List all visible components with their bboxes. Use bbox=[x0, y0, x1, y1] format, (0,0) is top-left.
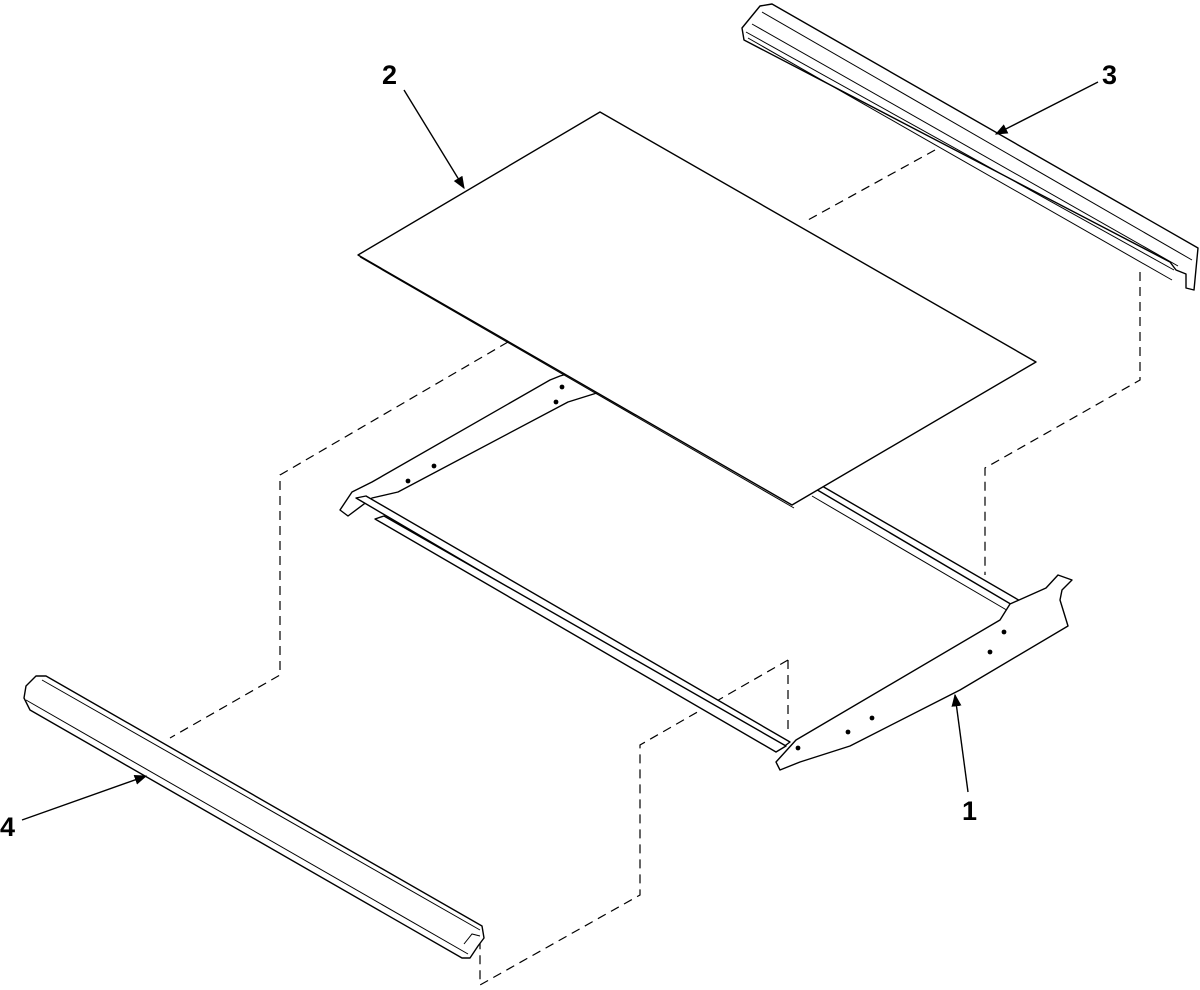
frame-left-rail bbox=[355, 495, 791, 749]
frame-right-bracket bbox=[775, 574, 1073, 771]
assembly-guide-lines bbox=[169, 149, 1141, 987]
callout-3: 3 bbox=[1102, 60, 1117, 90]
callout-labels: 1 2 3 4 bbox=[0, 60, 1117, 842]
front-trim-body bbox=[23, 675, 485, 959]
part-1-shelf-frame bbox=[339, 371, 1073, 771]
guide-line-3a bbox=[807, 149, 936, 221]
frame-right-rail bbox=[813, 485, 1023, 607]
callout-1: 1 bbox=[962, 796, 977, 826]
part-4-front-trim bbox=[23, 675, 485, 959]
frame-left-inner-rail bbox=[374, 515, 787, 753]
guide-line-4b bbox=[479, 659, 789, 987]
part-2-shelf-panel bbox=[357, 111, 1037, 509]
callout-leaders bbox=[21, 81, 1099, 821]
leader-2 bbox=[403, 89, 465, 190]
leader-4 bbox=[21, 775, 148, 821]
callout-2: 2 bbox=[382, 60, 397, 90]
callout-4: 4 bbox=[0, 812, 15, 842]
shelf-panel bbox=[357, 111, 1037, 506]
part-3-rear-trim bbox=[741, 3, 1199, 291]
rear-trim-body bbox=[741, 3, 1199, 291]
leader-3 bbox=[994, 81, 1099, 135]
guide-line-4a bbox=[169, 341, 509, 739]
leader-1 bbox=[951, 693, 969, 793]
guide-line-3b bbox=[984, 272, 1141, 575]
frame-left-bracket bbox=[339, 371, 601, 517]
